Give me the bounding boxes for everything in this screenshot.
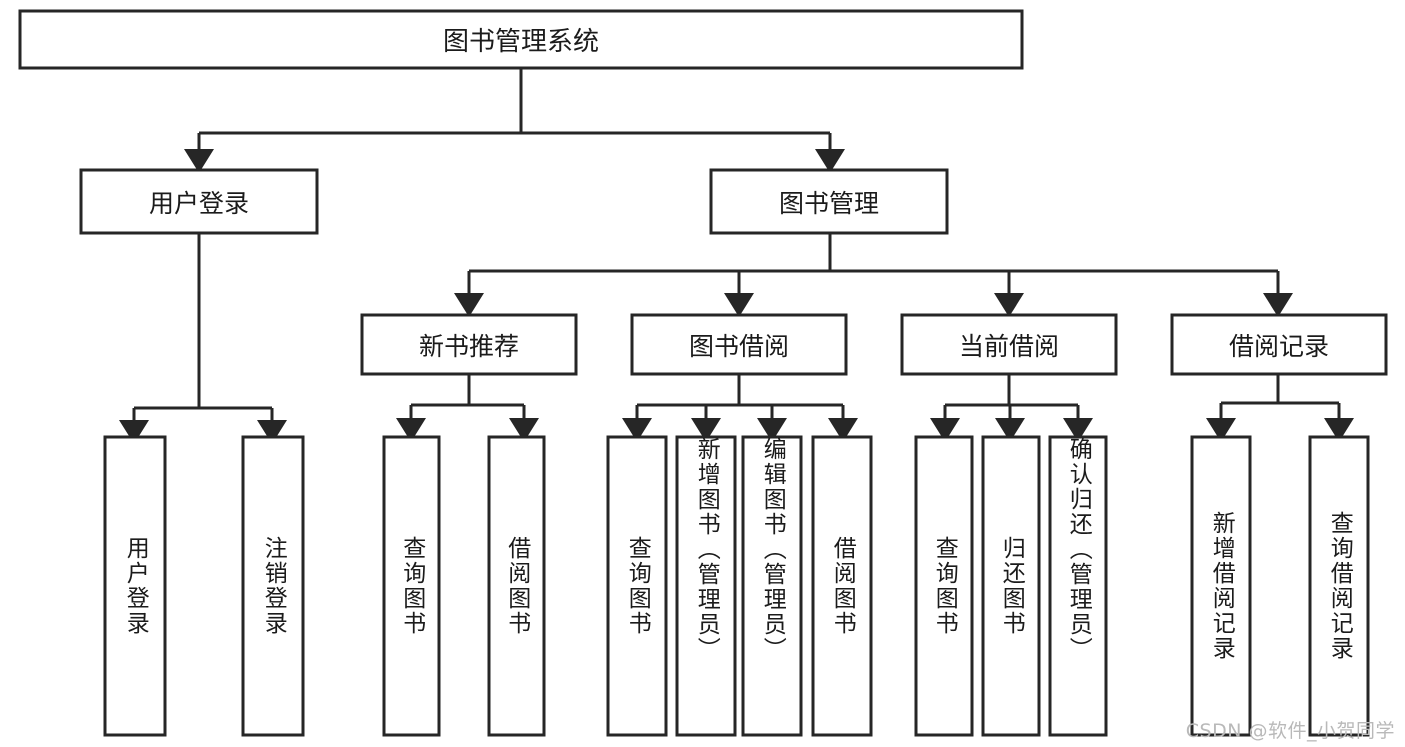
leaf-box-book-borrow-1[interactable] <box>606 435 668 737</box>
box-user-login[interactable] <box>79 168 319 235</box>
connector-root-to-level2 <box>184 69 845 173</box>
leaf-box-new-book-1[interactable] <box>382 435 441 737</box>
connector-bookmgmt-to-level3 <box>454 234 1293 317</box>
connector-currentborrow-to-leaves <box>930 375 1093 442</box>
leaf-box-borrow-record-2[interactable] <box>1308 435 1370 737</box>
leaf-box-book-borrow-2[interactable] <box>675 435 737 737</box>
leaf-box-current-borrow-2[interactable] <box>981 435 1041 737</box>
leaf-box-current-borrow-3[interactable] <box>1048 435 1108 737</box>
box-borrow-record[interactable] <box>1170 313 1388 376</box>
connector-bookborrow-to-leaves <box>622 375 858 442</box>
leaf-box-borrow-record-1[interactable] <box>1190 435 1252 737</box>
leaf-box-user-login-2[interactable] <box>241 435 305 737</box>
box-current-borrow[interactable] <box>900 313 1118 376</box>
box-book-borrow[interactable] <box>630 313 848 376</box>
leaf-box-book-borrow-4[interactable] <box>811 435 873 737</box>
box-new-book-recommend[interactable] <box>360 313 578 376</box>
box-root-system[interactable] <box>18 9 1024 70</box>
watermark-text: CSDN @软件_小贺同学 <box>1185 720 1395 742</box>
connector-newbook-to-leaves <box>396 375 539 442</box>
box-book-management[interactable] <box>709 168 949 235</box>
connector-borrowrecord-to-leaves <box>1206 375 1354 442</box>
leaf-box-book-borrow-3[interactable] <box>741 435 803 737</box>
leaf-box-new-book-2[interactable] <box>487 435 546 737</box>
connector-userlogin-to-leaves <box>119 234 287 444</box>
leaf-box-user-login-1[interactable] <box>103 435 167 737</box>
leaf-box-current-borrow-1[interactable] <box>914 435 974 737</box>
